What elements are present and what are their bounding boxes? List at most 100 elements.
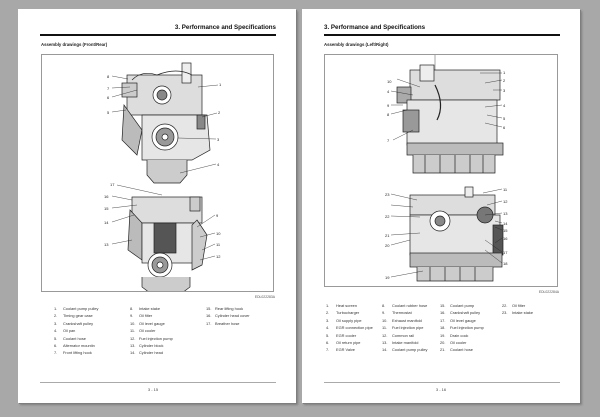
svg-text:6: 6 (107, 95, 110, 100)
legend-item: 16.Crankshaft pulley (440, 310, 481, 316)
footer-rule (324, 382, 560, 384)
engine-front-view (121, 62, 211, 184)
svg-text:19: 19 (385, 275, 390, 280)
header-rule (324, 34, 560, 36)
svg-text:17: 17 (503, 250, 508, 255)
svg-text:11: 11 (216, 242, 221, 247)
legend-item: 10.Exhaust manifold (382, 317, 422, 323)
legend-item: 12.Fuel injection pump (130, 335, 173, 341)
svg-text:2: 2 (503, 78, 506, 83)
svg-text:9: 9 (387, 103, 390, 108)
svg-text:23: 23 (385, 192, 390, 197)
legend-item: 23.Intake stake (502, 310, 533, 316)
engine-front-rear-drawing: 1 2 3 4 5 6 7 8 9 10 11 12 13 14 15 16 1… (104, 62, 222, 291)
svg-text:3: 3 (217, 137, 220, 142)
legend-item: 5.EGR cooler (326, 332, 357, 338)
legend-item: 17.Breather hose (206, 320, 240, 326)
legend-item: 18.Fuel injection pump (440, 325, 484, 331)
svg-text:5: 5 (503, 116, 506, 121)
legend-item: 22.Oil filter (502, 303, 526, 308)
legend-item: 16.Cylinder head cover (206, 313, 250, 319)
svg-text:16: 16 (104, 194, 109, 199)
legend-column: 15.Rear lifting hook 16.Cylinder head co… (206, 305, 282, 357)
legend-column: 1.Heat screen 2.Turbocharger 3.Oil suppl… (326, 302, 382, 354)
svg-text:4: 4 (217, 162, 220, 167)
header-rule (40, 34, 276, 36)
svg-text:12: 12 (216, 254, 221, 259)
right-page: 3. Performance and Specifications Assemb… (302, 9, 580, 403)
legend-item: 11.Fuel injection pipe (382, 325, 424, 331)
section-label: Assembly drawings (Left/Right) (324, 42, 389, 47)
drawing-frame-front-rear: 1 2 3 4 5 6 7 8 9 10 11 12 13 14 15 16 1… (41, 54, 274, 292)
legend-column: 15.Coolant pump 16.Crankshaft pulley 17.… (440, 302, 502, 354)
callout-labels: 1 2 3 4 5 6 7 8 9 10 11 12 13 14 15 16 1… (104, 74, 222, 259)
svg-text:5: 5 (107, 110, 110, 115)
svg-text:21: 21 (385, 233, 390, 238)
footer-rule (40, 382, 276, 384)
section-label: Assembly drawings (Front/Rear) (41, 42, 108, 47)
legend-item: 5.Coolant hose (54, 335, 86, 341)
svg-text:7: 7 (107, 86, 110, 91)
engine-right-view (409, 186, 504, 282)
svg-text:1: 1 (219, 82, 222, 87)
svg-text:14: 14 (104, 220, 109, 225)
legend-item: 4.EGR connection pipe (326, 325, 373, 331)
left-page: 3. Performance and Specifications Assemb… (18, 9, 296, 403)
svg-text:22: 22 (385, 214, 390, 219)
legend-column: 1.Coolant pump pulley 2.Timing gear case… (54, 305, 130, 357)
legend-item: 15.Rear lifting hook (206, 306, 244, 311)
legend-item: 1.Coolant pump pulley (54, 306, 99, 311)
svg-text:20: 20 (385, 243, 390, 248)
svg-text:6: 6 (503, 125, 506, 130)
legend-column: 8.Intake stake 9.Oil filter 10.Oil level… (130, 305, 206, 357)
svg-text:8: 8 (107, 74, 110, 79)
legend-item: 15.Coolant pump (440, 303, 475, 308)
svg-text:14: 14 (503, 221, 508, 226)
svg-text:1: 1 (503, 70, 506, 75)
legend-item: 2.Timing gear case (54, 313, 93, 319)
legend-item: 17.Oil level gauge (440, 317, 476, 323)
svg-text:11: 11 (503, 187, 508, 192)
legend-item: 8.Intake stake (130, 306, 160, 311)
svg-text:13: 13 (104, 242, 109, 247)
legend-item: 11.Oil cooler (130, 328, 156, 334)
legend-item: 13.Intake manifold (382, 339, 419, 345)
svg-text:12: 12 (503, 199, 508, 204)
parts-legend: 1.Coolant pump pulley 2.Timing gear case… (54, 305, 282, 357)
legend-item: 21.Coolant hose (440, 347, 473, 353)
page-header-title: 3. Performance and Specifications (174, 24, 276, 31)
legend-item: 8.Coolant rubber hose (382, 303, 428, 308)
svg-text:16: 16 (503, 236, 508, 241)
legend-item: 7.Front lifting hook (54, 350, 92, 356)
svg-text:8: 8 (387, 112, 390, 117)
svg-text:15: 15 (503, 228, 508, 233)
figure-id: EDL022284A (538, 290, 559, 294)
legend-item: 3.Crankshaft pulley (54, 320, 94, 326)
parts-legend: 1.Heat screen 2.Turbocharger 3.Oil suppl… (326, 302, 558, 354)
legend-item: 3.Oil supply pipe (326, 317, 362, 323)
legend-item: 6.Oil return pipe (326, 339, 361, 345)
page-header-title: 3. Performance and Specifications (324, 24, 426, 31)
svg-text:18: 18 (503, 261, 508, 266)
legend-item: 6.Alternator mountin (54, 342, 95, 348)
svg-text:17: 17 (110, 182, 115, 187)
legend-item: 20.Oil cooler (440, 339, 467, 345)
legend-item: 13.Cylinder block (130, 342, 164, 348)
figure-id: EDL022283A (254, 295, 275, 299)
svg-text:4: 4 (387, 89, 390, 94)
svg-text:2: 2 (218, 110, 221, 115)
legend-column: 8.Coolant rubber hose 9.Thermostat 10.Ex… (382, 302, 440, 354)
svg-text:9: 9 (216, 213, 219, 218)
svg-text:13: 13 (503, 211, 508, 216)
legend-item: 14.Coolant pump pulley (382, 347, 428, 353)
legend-item: 9.Thermostat (382, 310, 412, 316)
page-number: 3 - 16 (435, 387, 447, 392)
legend-item: 4.Oil pan (54, 328, 76, 334)
svg-text:7: 7 (387, 138, 390, 143)
svg-text:3: 3 (503, 88, 506, 93)
legend-item: 12.Common rail (382, 332, 415, 338)
legend-item: 7.EGR Valve (326, 347, 355, 353)
legend-item: 10.Oil level gauge (130, 320, 165, 326)
svg-text:10: 10 (216, 231, 221, 236)
legend-item: 1.Heat screen (326, 303, 357, 308)
